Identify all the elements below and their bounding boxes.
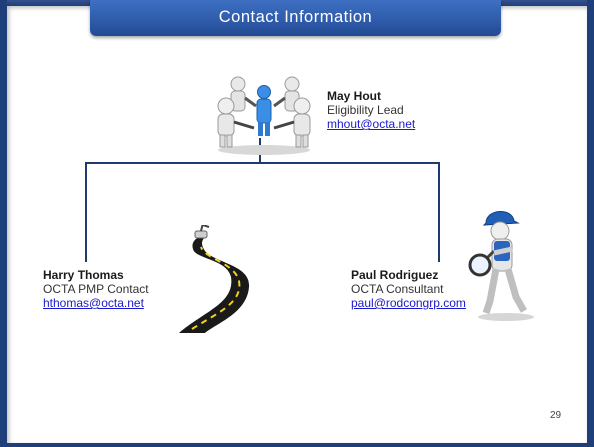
contact-role: Eligibility Lead xyxy=(327,103,404,117)
slide-title: Contact Information xyxy=(90,0,501,36)
contact-email-link[interactable]: paul@rodcongrp.com xyxy=(351,296,466,310)
frame-bottom xyxy=(0,443,594,447)
contact-card-right: Paul Rodriguez OCTA Consultant paul@rodc… xyxy=(351,268,466,310)
contact-role: OCTA PMP Contact xyxy=(43,282,149,296)
slide-number: 29 xyxy=(550,410,562,421)
contact-name: Harry Thomas xyxy=(43,268,124,282)
contact-name: Paul Rodriguez xyxy=(351,268,439,282)
road-illustration xyxy=(179,225,250,333)
contact-card-left: Harry Thomas OCTA PMP Contact hthomas@oc… xyxy=(43,268,149,310)
contact-role: OCTA Consultant xyxy=(351,282,444,296)
team-figures-icon xyxy=(217,76,311,155)
contact-email-link[interactable]: mhout@octa.net xyxy=(327,117,416,131)
contact-card-top: May Hout Eligibility Lead mhout@octa.net xyxy=(327,89,415,131)
inspector-with-magnifier-icon xyxy=(468,211,534,321)
contact-name: May Hout xyxy=(327,89,381,103)
contact-email-link[interactable]: hthomas@octa.net xyxy=(43,296,144,310)
frame-left xyxy=(0,0,7,447)
frame-right xyxy=(587,0,594,447)
